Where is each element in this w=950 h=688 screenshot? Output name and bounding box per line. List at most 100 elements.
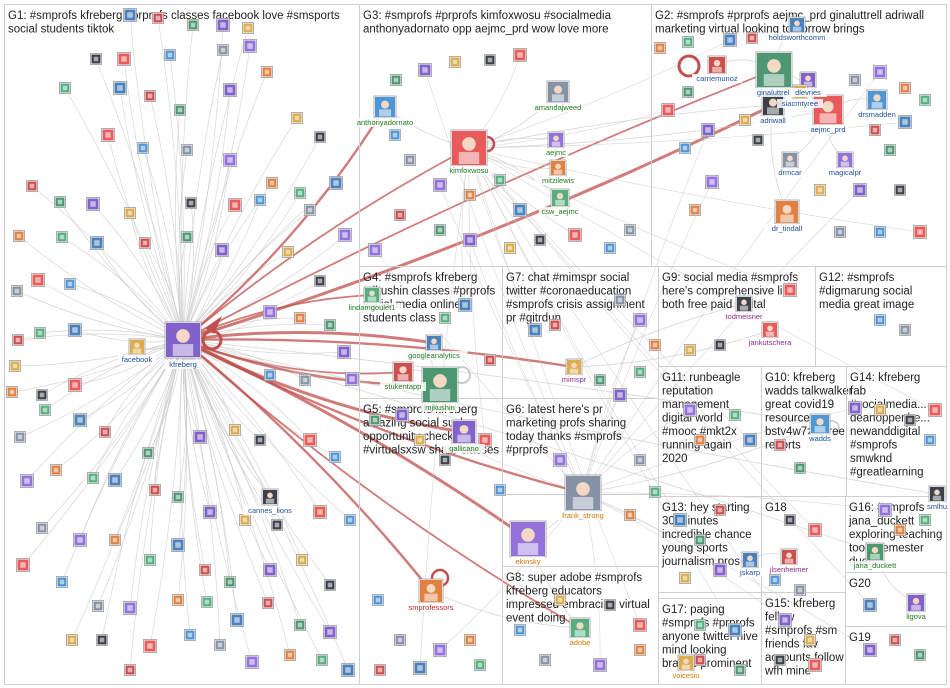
node-avatar[interactable] [434,224,446,236]
node-avatar[interactable] [874,314,886,326]
node-avatar[interactable] [514,624,526,636]
node-avatar[interactable] [314,275,326,287]
node-avatar[interactable] [494,174,506,186]
node-avatar[interactable] [661,103,675,117]
node-mimspr[interactable] [565,358,583,376]
node-avatar[interactable] [894,524,906,536]
node-avatar[interactable] [649,339,661,351]
node-avatar[interactable] [152,12,164,24]
node-avatar[interactable] [484,54,496,66]
node-avatar[interactable] [34,327,46,339]
node-avatar[interactable] [395,408,409,422]
node-avatar[interactable] [39,404,51,416]
node-avatar[interactable] [568,228,582,242]
node-avatar[interactable] [394,209,406,221]
node-avatar[interactable] [262,597,274,609]
node-avatar[interactable] [654,42,666,54]
node-avatar[interactable] [728,623,742,637]
node-avatar[interactable] [439,312,451,324]
node-avatar[interactable] [304,204,316,216]
node-avatar[interactable] [694,619,706,631]
node-avatar[interactable] [101,128,115,142]
node-avatar[interactable] [554,594,566,606]
node-avatar[interactable] [294,619,306,631]
node-aejmc[interactable] [547,131,565,149]
node-avatar[interactable] [264,369,276,381]
node-avatar[interactable] [224,576,236,588]
node-avatar[interactable] [181,144,193,156]
node-gallicano[interactable] [451,419,477,445]
node-avatar[interactable] [418,63,432,77]
node-avatar[interactable] [123,601,137,615]
node-avatar[interactable] [344,514,356,526]
node-avatar[interactable] [124,664,136,676]
node-avatar[interactable] [774,654,786,666]
node-avatar[interactable] [899,82,911,94]
node-avatar[interactable] [404,154,416,166]
node-avatar[interactable] [924,434,936,446]
node-avatar[interactable] [899,324,911,336]
node-avatar[interactable] [20,474,34,488]
node-jankutschera[interactable] [761,321,779,339]
node-avatar[interactable] [873,65,887,79]
node-avatar[interactable] [230,613,244,627]
node-avatar[interactable] [458,298,472,312]
node-avatar[interactable] [633,313,647,327]
node-avatar[interactable] [73,413,87,427]
node-lindamgoulet1[interactable] [363,286,381,304]
node-dr-tindall[interactable] [774,199,800,225]
node-avatar[interactable] [144,90,156,102]
node-avatar[interactable] [282,246,294,258]
node-avatar[interactable] [87,472,99,484]
node-avatar[interactable] [201,596,213,608]
node-avatar[interactable] [928,403,942,417]
node-avatar[interactable] [372,594,384,606]
node-avatar[interactable] [229,424,241,436]
node-ekinsky[interactable] [509,520,547,558]
node-avatar[interactable] [341,663,355,677]
node-avatar[interactable] [553,453,567,467]
node-avatar[interactable] [539,654,551,666]
node-jlsenheimer[interactable] [780,548,798,566]
node-avatar[interactable] [271,519,283,531]
node-avatar[interactable] [369,414,381,426]
node-avatar[interactable] [303,433,317,447]
node-avatar[interactable] [56,576,68,588]
node-avatar[interactable] [743,433,757,447]
node-avatar[interactable] [723,33,737,47]
node-kimfoxwosu[interactable] [450,129,488,167]
node-jana-duckett[interactable] [865,542,885,562]
node-avatar[interactable] [784,514,796,526]
node-avatar[interactable] [368,243,382,257]
node-frank-strong[interactable] [564,474,602,512]
node-avatar[interactable] [214,639,226,651]
node-avatar[interactable] [904,414,916,426]
node-avatar[interactable] [294,312,306,324]
node-avatar[interactable] [172,594,184,606]
node-avatar[interactable] [294,187,306,199]
node-avatar[interactable] [673,513,687,527]
node-avatar[interactable] [11,285,23,297]
node-avatar[interactable] [593,658,607,672]
node-avatar[interactable] [324,579,336,591]
node-avatar[interactable] [215,243,229,257]
node-avatar[interactable] [36,522,48,534]
node-avatar[interactable] [199,564,211,576]
node-avatar[interactable] [337,345,351,359]
node-avatar[interactable] [149,484,161,496]
node-avatar[interactable] [874,404,886,416]
node-avatar[interactable] [96,634,108,646]
node-avatar[interactable] [123,8,137,22]
node-avatar[interactable] [834,226,846,238]
node-avatar[interactable] [478,433,492,447]
node-avatar[interactable] [54,196,66,208]
node-avatar[interactable] [92,600,104,612]
node-avatar[interactable] [604,242,616,254]
node-avatar[interactable] [649,486,661,498]
node-drmcar[interactable] [781,151,799,169]
node-avatar[interactable] [714,504,726,516]
node-avatar[interactable] [913,225,927,239]
node-avatar[interactable] [714,339,726,351]
node-avatar[interactable] [804,634,816,646]
node-avatar[interactable] [874,226,886,238]
